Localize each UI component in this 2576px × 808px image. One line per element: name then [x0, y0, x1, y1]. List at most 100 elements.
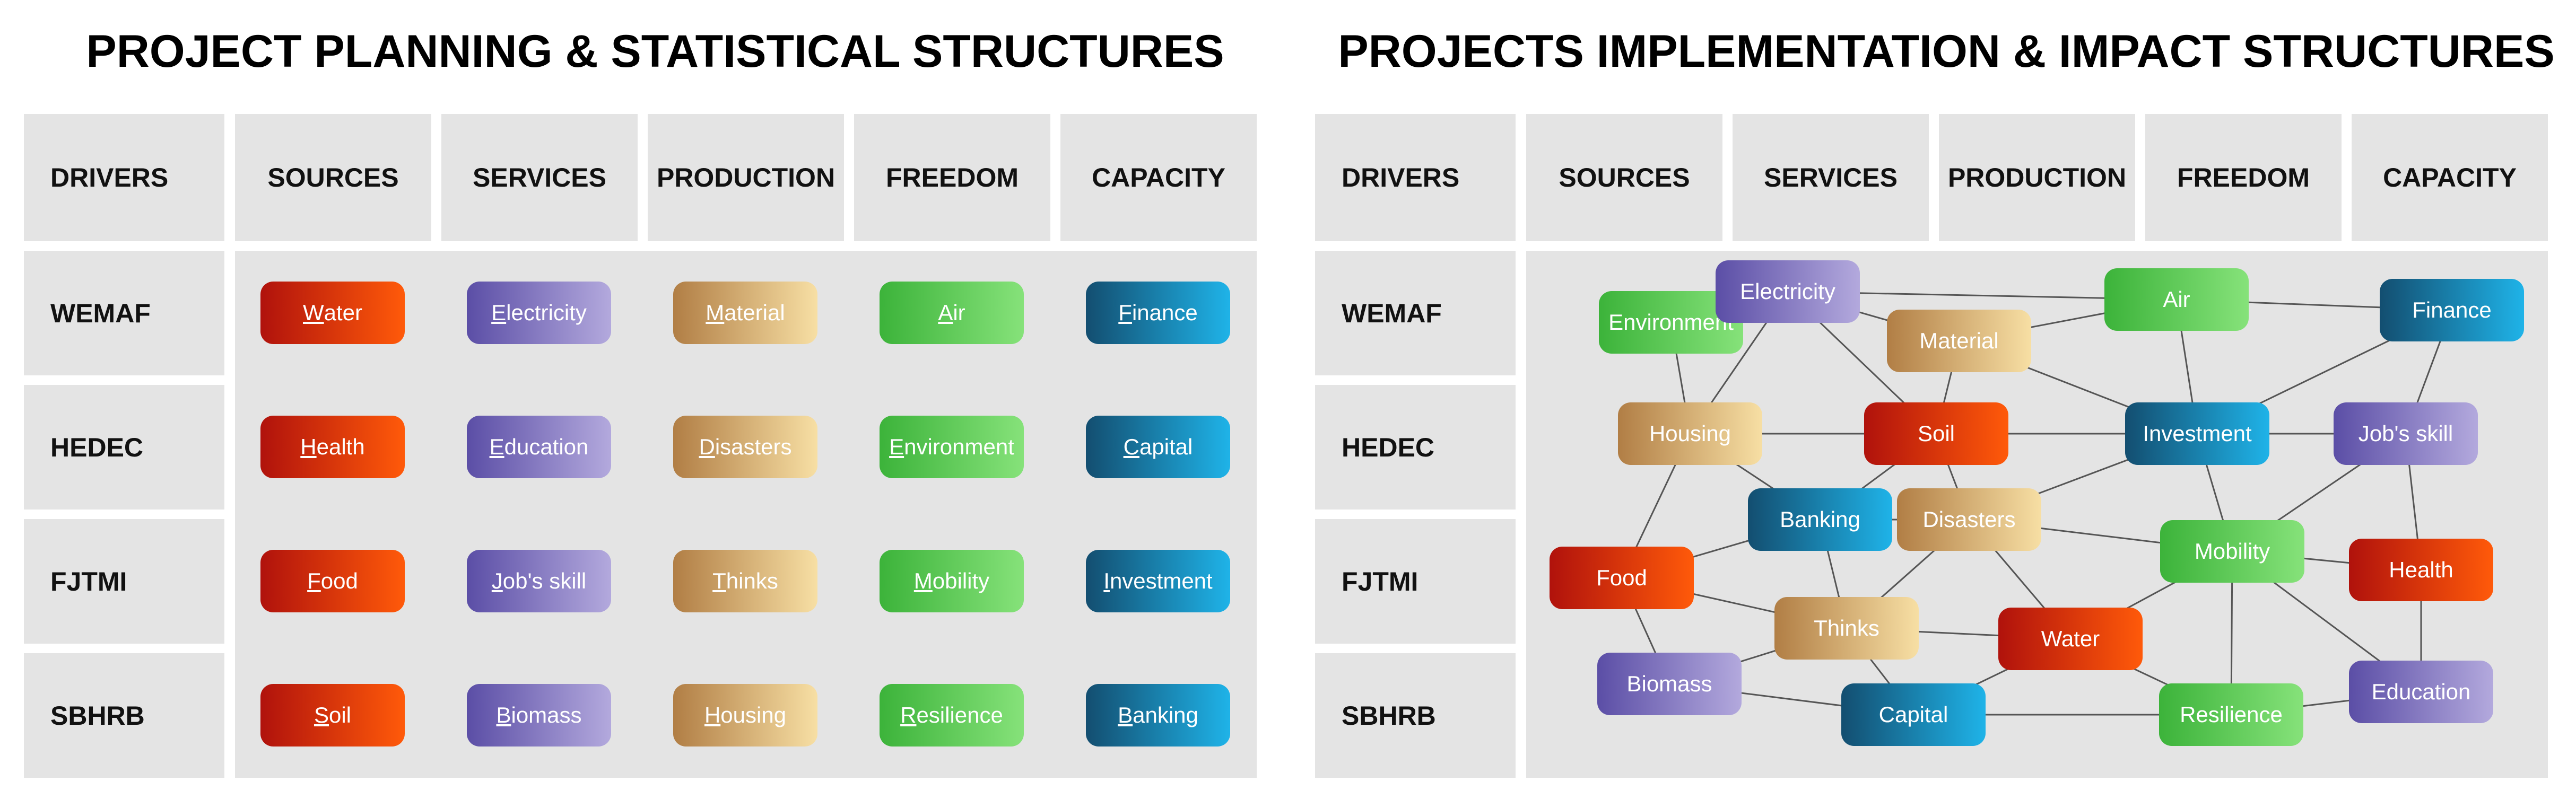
- drivers-header: DRIVERS: [1315, 114, 1516, 241]
- column-header-production: PRODUCTION: [1939, 114, 2135, 241]
- pill-initial: E: [491, 300, 507, 325]
- pill-initial: B: [1118, 702, 1133, 727]
- pill-initial: W: [302, 300, 324, 325]
- pill-rest: ousing: [720, 702, 787, 727]
- network-node-education[interactable]: Education: [2349, 661, 2493, 723]
- row-label-fjtmi: FJTMI: [1315, 519, 1516, 644]
- column-header-sources: SOURCES: [235, 114, 431, 241]
- pill-initial: T: [712, 568, 726, 593]
- pill-initial: S: [314, 702, 329, 727]
- network-node-jobskill[interactable]: Job's skill: [2334, 402, 2478, 465]
- row-label-sbhrb: SBHRB: [1315, 653, 1516, 778]
- column-header-services: SERVICES: [1733, 114, 1929, 241]
- pill-initial: F: [1118, 300, 1132, 325]
- network-node-thinks[interactable]: Thinks: [1774, 597, 1919, 660]
- network-node-material[interactable]: Material: [1887, 310, 2031, 372]
- pill-rest: anking: [1133, 702, 1198, 727]
- pill-rest: isasters: [715, 434, 792, 459]
- pill-rest: iomass: [511, 702, 582, 727]
- row-label-sbhrb: SBHRB: [24, 653, 224, 778]
- column-header-capacity: CAPACITY: [1060, 114, 1257, 241]
- pill-initial: D: [699, 434, 715, 459]
- network-node-disasters[interactable]: Disasters: [1897, 488, 2041, 551]
- network-node-soil[interactable]: Soil: [1864, 402, 2008, 465]
- pill-rest: obility: [932, 568, 990, 593]
- row-label-wemaf: WEMAF: [1315, 251, 1516, 375]
- pill-initial: M: [706, 300, 725, 325]
- pill-rest: ob's skill: [502, 568, 587, 593]
- row-label-hedec: HEDEC: [24, 385, 224, 510]
- row-label-wemaf: WEMAF: [24, 251, 224, 375]
- pill-initial: H: [704, 702, 721, 727]
- network-node-water[interactable]: Water: [1998, 608, 2143, 670]
- pill-rest: esilience: [916, 702, 1003, 727]
- pill-initial: M: [913, 568, 933, 593]
- pill-rest: hinks: [726, 568, 778, 593]
- network-node-biomass[interactable]: Biomass: [1597, 653, 1742, 715]
- row-label-hedec: HEDEC: [1315, 385, 1516, 510]
- pill-rest: ir: [953, 300, 965, 325]
- network-node-electricity[interactable]: Electricity: [1716, 260, 1860, 323]
- pill-rest: ealth: [316, 434, 365, 459]
- pill-initial: A: [938, 300, 953, 325]
- pill-initial: E: [489, 434, 504, 459]
- network-node-finance[interactable]: Finance: [2380, 279, 2524, 341]
- network-node-housing[interactable]: Housing: [1618, 402, 1762, 465]
- pill-initial: I: [1103, 568, 1110, 593]
- pill-rest: ood: [320, 568, 358, 593]
- network-node-investment[interactable]: Investment: [2125, 402, 2269, 465]
- pill-initial: J: [491, 568, 503, 593]
- pill-rest: ducation: [504, 434, 589, 459]
- network-node-health[interactable]: Health: [2349, 539, 2493, 601]
- column-header-services: SERVICES: [441, 114, 638, 241]
- column-header-capacity: CAPACITY: [2352, 114, 2548, 241]
- row-label-fjtmi: FJTMI: [24, 519, 224, 644]
- network-node-mobility[interactable]: Mobility: [2160, 520, 2304, 583]
- network-node-resilience[interactable]: Resilience: [2159, 683, 2303, 746]
- column-header-freedom: FREEDOM: [854, 114, 1050, 241]
- pill-rest: apital: [1139, 434, 1193, 459]
- network-node-capital[interactable]: Capital: [1841, 683, 1986, 746]
- pill-initial: R: [900, 702, 917, 727]
- pill-rest: ater: [324, 300, 363, 325]
- panel-title: PROJECT PLANNING & STATISTICAL STRUCTURE…: [86, 26, 1224, 77]
- column-header-sources: SOURCES: [1526, 114, 1722, 241]
- panel-title: PROJECTS IMPLEMENTATION & IMPACT STRUCTU…: [1338, 26, 2555, 77]
- pill-initial: H: [300, 434, 317, 459]
- pill-rest: lectricity: [506, 300, 587, 325]
- column-header-production: PRODUCTION: [648, 114, 844, 241]
- network-node-banking[interactable]: Banking: [1748, 488, 1892, 551]
- pill-rest: nvironment: [904, 434, 1014, 459]
- planning-panel: PROJECT PLANNING & STATISTICAL STRUCTURE…: [24, 0, 1286, 808]
- implementation-panel: PROJECTS IMPLEMENTATION & IMPACT STRUCTU…: [1315, 0, 2576, 808]
- pill-initial: E: [889, 434, 904, 459]
- pill-rest: oil: [328, 702, 352, 727]
- pill-initial: C: [1123, 434, 1139, 459]
- column-header-freedom: FREEDOM: [2145, 114, 2342, 241]
- pill-rest: nvestment: [1109, 568, 1213, 593]
- network-node-air[interactable]: Air: [2104, 268, 2249, 331]
- network-node-food[interactable]: Food: [1550, 547, 1694, 609]
- pill-rest: aterial: [724, 300, 785, 325]
- pill-initial: F: [307, 568, 321, 593]
